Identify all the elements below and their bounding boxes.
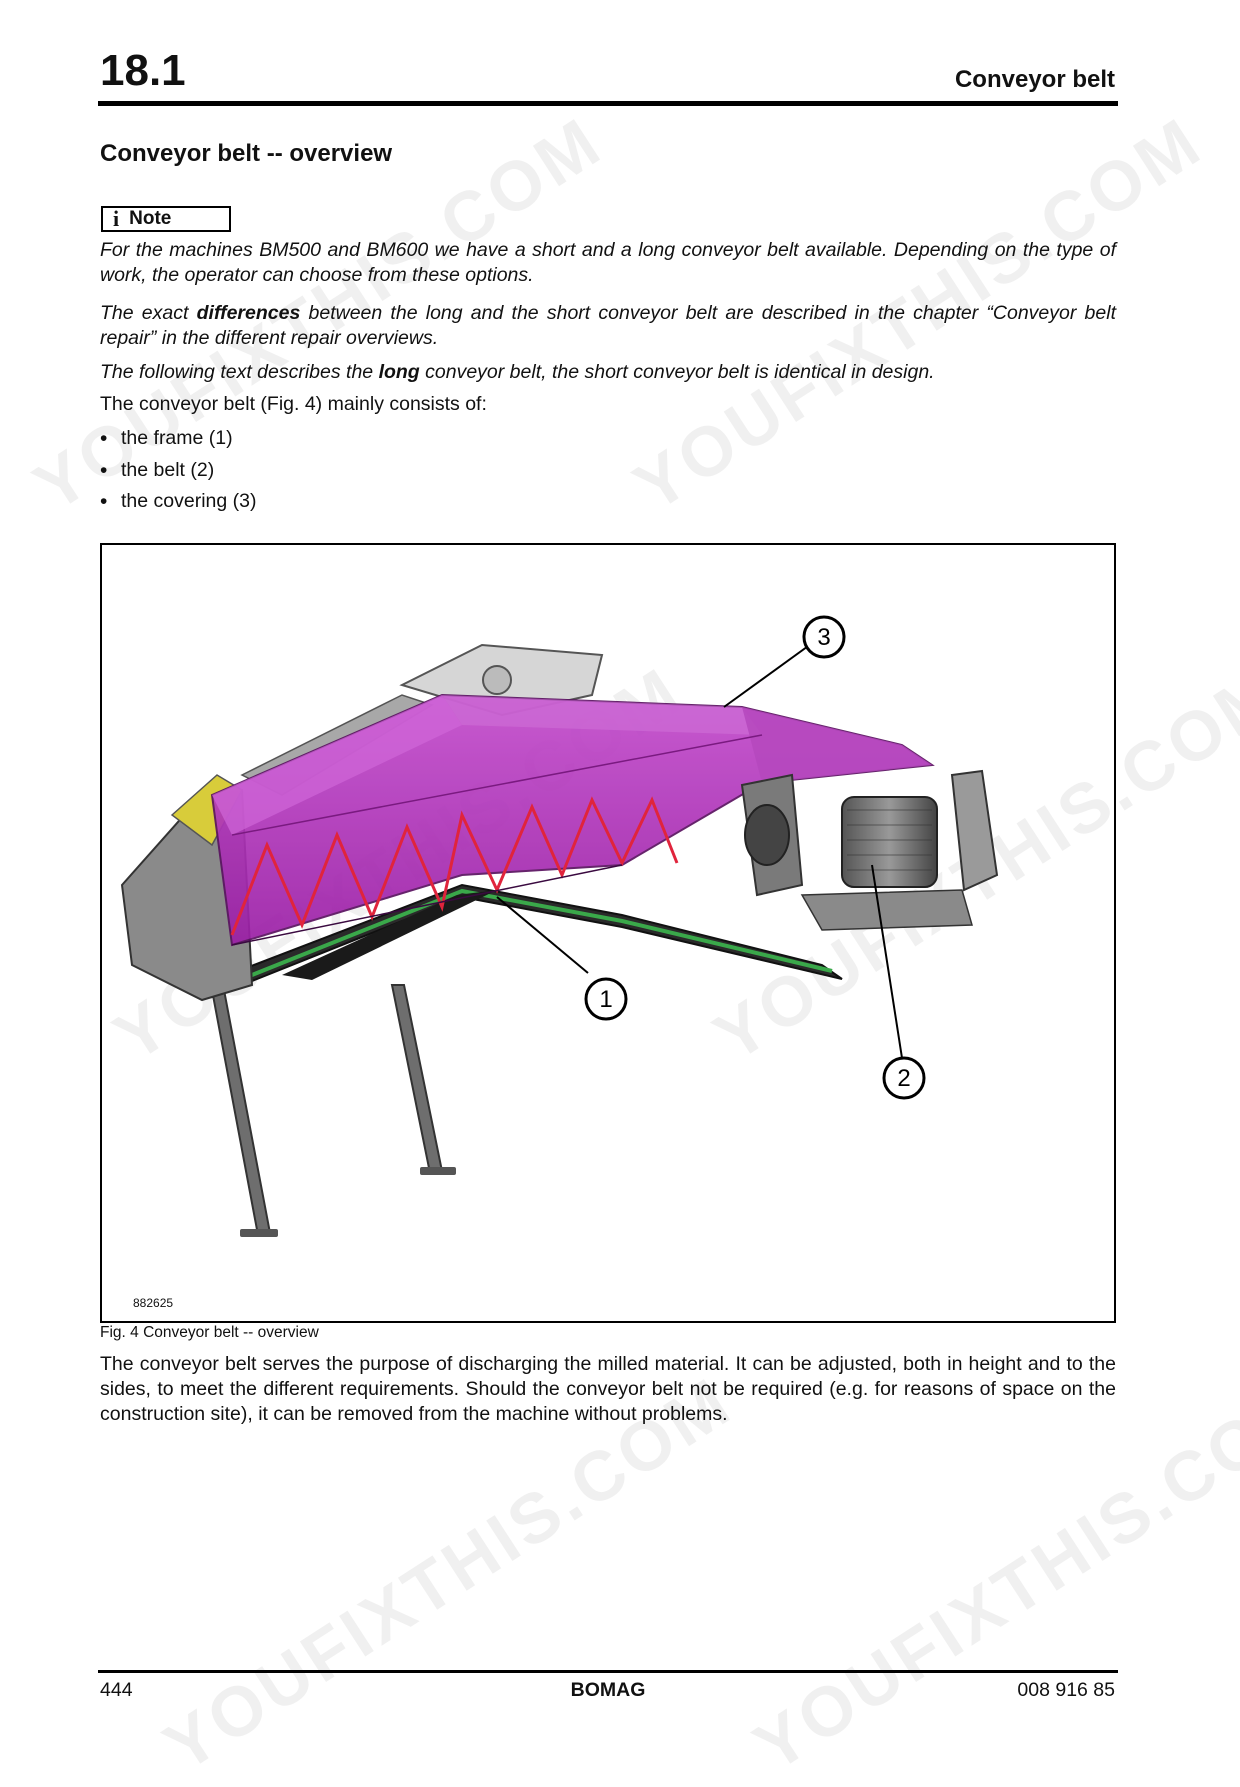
consists-of-intro: The conveyor belt (Fig. 4) mainly consis… [100, 393, 487, 415]
note-paragraph: For the machines BM500 and BM600 we have… [100, 239, 1116, 286]
text-span: between the long and the short conveyor … [100, 302, 1116, 349]
differences-paragraph: The exact differences between the long a… [100, 301, 1116, 351]
note-label: Note [129, 208, 172, 229]
info-icon: i [113, 206, 120, 231]
list-item: the belt (2) [100, 455, 256, 487]
text-span: The following text describes the [100, 361, 379, 383]
callout-3: 3 [802, 615, 846, 659]
text-span: The exact [100, 302, 197, 324]
callout-number: 2 [897, 1065, 910, 1092]
belt-covering [210, 693, 935, 947]
callout-number: 3 [817, 624, 830, 651]
emphasis: differences [196, 302, 301, 324]
list-item: the covering (3) [100, 486, 256, 518]
document-number: 008 916 85 [1017, 1679, 1115, 1701]
text-span: conveyor belt, the short conveyor belt i… [419, 361, 935, 383]
belt-frame [200, 883, 843, 999]
description-paragraph: The conveyor belt serves the purpose of … [100, 1353, 1116, 1425]
figure-id: 882625 [133, 1296, 174, 1310]
emphasis: long [378, 361, 420, 383]
conveyor-belt-illustration: 3 1 2 [120, 615, 999, 1237]
section-title: Conveyor belt -- overview [100, 140, 393, 167]
section-number: 18.1 [100, 46, 186, 95]
footer-rule [98, 1670, 1118, 1673]
page-number: 444 [100, 1679, 133, 1701]
conveyor-belt-figure: 3 1 2 882625 [100, 543, 1116, 1323]
callout-2: 2 [882, 1056, 926, 1100]
head-drum-assembly [740, 769, 999, 931]
note-box: i Note [101, 206, 231, 232]
header-rule [98, 101, 1118, 106]
component-list: the frame (1) the belt (2) the covering … [100, 423, 256, 518]
page-header-title: Conveyor belt [954, 66, 1115, 93]
callout-1: 1 [584, 977, 628, 1021]
figure-caption: Fig. 4 Conveyor belt -- overview [100, 1324, 319, 1341]
support-legs [210, 984, 456, 1237]
brand-name: BOMAG [570, 1679, 646, 1701]
callout-number: 1 [599, 986, 612, 1013]
list-item: the frame (1) [100, 423, 256, 455]
long-belt-paragraph: The following text describes the long co… [100, 360, 1116, 385]
